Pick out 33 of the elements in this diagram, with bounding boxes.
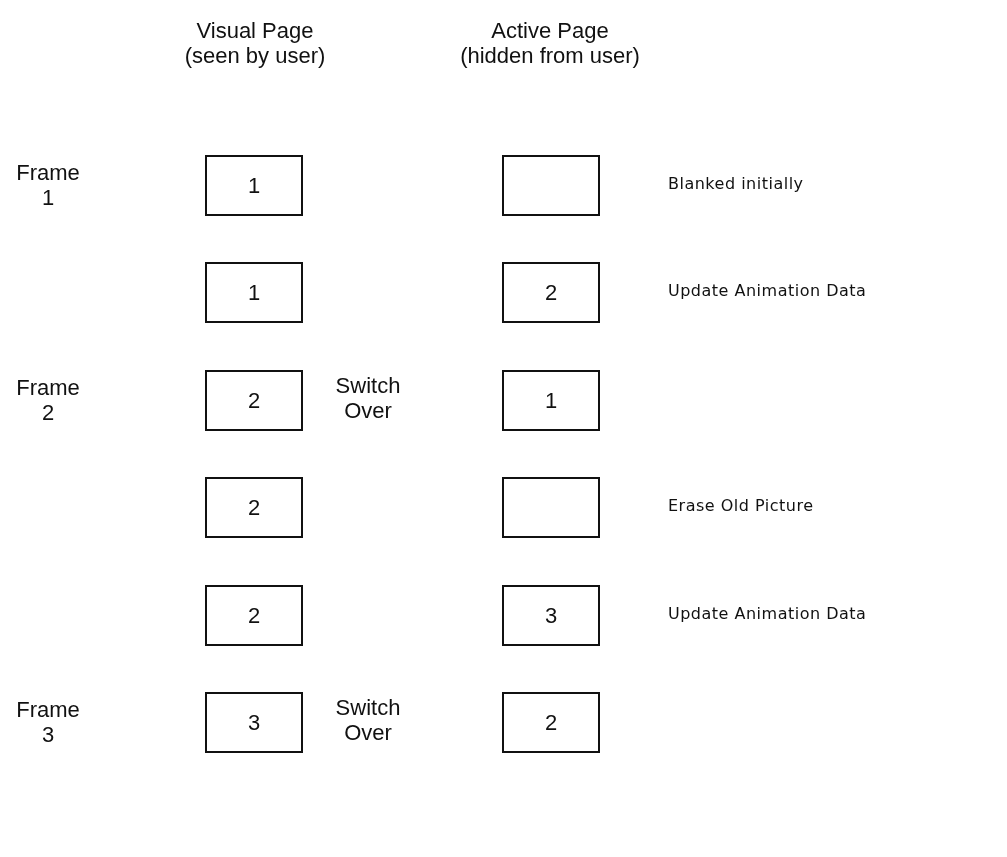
page-box: [502, 692, 600, 753]
frame-label: Frame 1: [15, 160, 81, 210]
step-note: Update Animation Data: [668, 281, 867, 300]
page-number: 2: [247, 387, 261, 414]
column-heading: Visual Page (seen by user): [183, 18, 327, 68]
page-number: 1: [544, 387, 558, 414]
page-box: [205, 262, 303, 323]
page-number: 1: [247, 172, 261, 199]
page-box: [205, 155, 303, 216]
page-box: [205, 585, 303, 646]
page-box: [502, 477, 600, 538]
page-box: [502, 262, 600, 323]
page-number: 2: [544, 279, 558, 306]
page-box: [502, 370, 600, 431]
step-note: Erase Old Picture: [668, 496, 814, 515]
page-number: 2: [544, 709, 558, 736]
column-heading: Active Page (hidden from user): [460, 18, 640, 68]
transition-label: Switch Over: [334, 373, 402, 423]
frame-label: Frame 2: [15, 375, 81, 425]
page-number: 2: [247, 602, 261, 629]
transition-label: Switch Over: [334, 695, 402, 745]
step-note: Update Animation Data: [668, 604, 867, 623]
page-number: 3: [247, 709, 261, 736]
page-number: 3: [544, 602, 558, 629]
page-box: [205, 692, 303, 753]
page-box: [502, 585, 600, 646]
page-number: 1: [247, 279, 261, 306]
page-number: 2: [247, 494, 261, 521]
frame-label: Frame 3: [15, 697, 81, 747]
step-note: Blanked initially: [668, 174, 804, 193]
page-box: [502, 155, 600, 216]
page-box: [205, 477, 303, 538]
page-box: [205, 370, 303, 431]
